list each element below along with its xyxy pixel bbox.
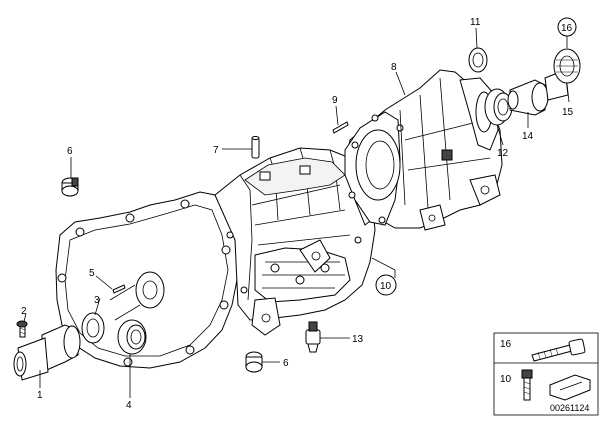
inset-callout-16: 16 [500,339,512,350]
callout-6-bottom: 6 [283,358,289,369]
screw-part-2[interactable] [16,320,28,338]
callout-10: 10 [380,281,392,292]
callout-labels: 1 2 3 4 5 6 6 7 8 9 11 12 13 14 15 10 16 [21,17,577,411]
bolt-part-10[interactable] [521,369,533,401]
guide-sleeve-part[interactable] [13,324,81,381]
rear-extension-housing[interactable] [344,69,503,231]
radial-seal-part-3[interactable] [81,312,105,344]
bearing-part-12[interactable] [484,88,513,126]
dowel-pin-part-7[interactable] [251,136,260,159]
pin-part-9[interactable] [332,121,349,134]
callout-4: 4 [126,400,132,411]
callout-6-top: 6 [67,146,73,157]
callout-2: 2 [21,306,27,317]
seal-ring-part-11[interactable] [468,47,488,73]
shaft-seal-part-4[interactable] [117,319,147,355]
callout-13: 13 [352,334,364,345]
drain-plug-part-6-bottom[interactable] [245,351,263,373]
callout-3: 3 [94,295,100,306]
callout-14: 14 [522,131,534,142]
callout-16-circle [557,17,577,37]
dowel-pin-part-5[interactable] [112,284,126,294]
inset-callout-10: 10 [500,374,512,385]
splined-nut-part-15[interactable] [553,48,581,84]
callout-10-circle [375,274,397,296]
transmission-main-case[interactable] [55,147,379,369]
callout-12: 12 [497,148,509,159]
inset-panel: 16 10 00261124 [493,332,599,416]
drain-plug-part-6-top[interactable] [61,177,79,197]
reverse-switch-part-13[interactable] [305,321,321,353]
callout-16: 16 [561,23,573,34]
callout-15: 15 [562,107,574,118]
callout-11: 11 [470,17,481,28]
callout-7: 7 [213,145,219,156]
callout-1: 1 [37,390,43,401]
bolt-part-16[interactable] [531,338,586,362]
callout-8: 8 [391,62,397,73]
callout-5: 5 [89,268,95,279]
leader-lines [23,27,570,398]
callout-9: 9 [332,95,338,106]
washer-part[interactable] [549,374,591,401]
reference-code: 00261124 [550,403,589,413]
